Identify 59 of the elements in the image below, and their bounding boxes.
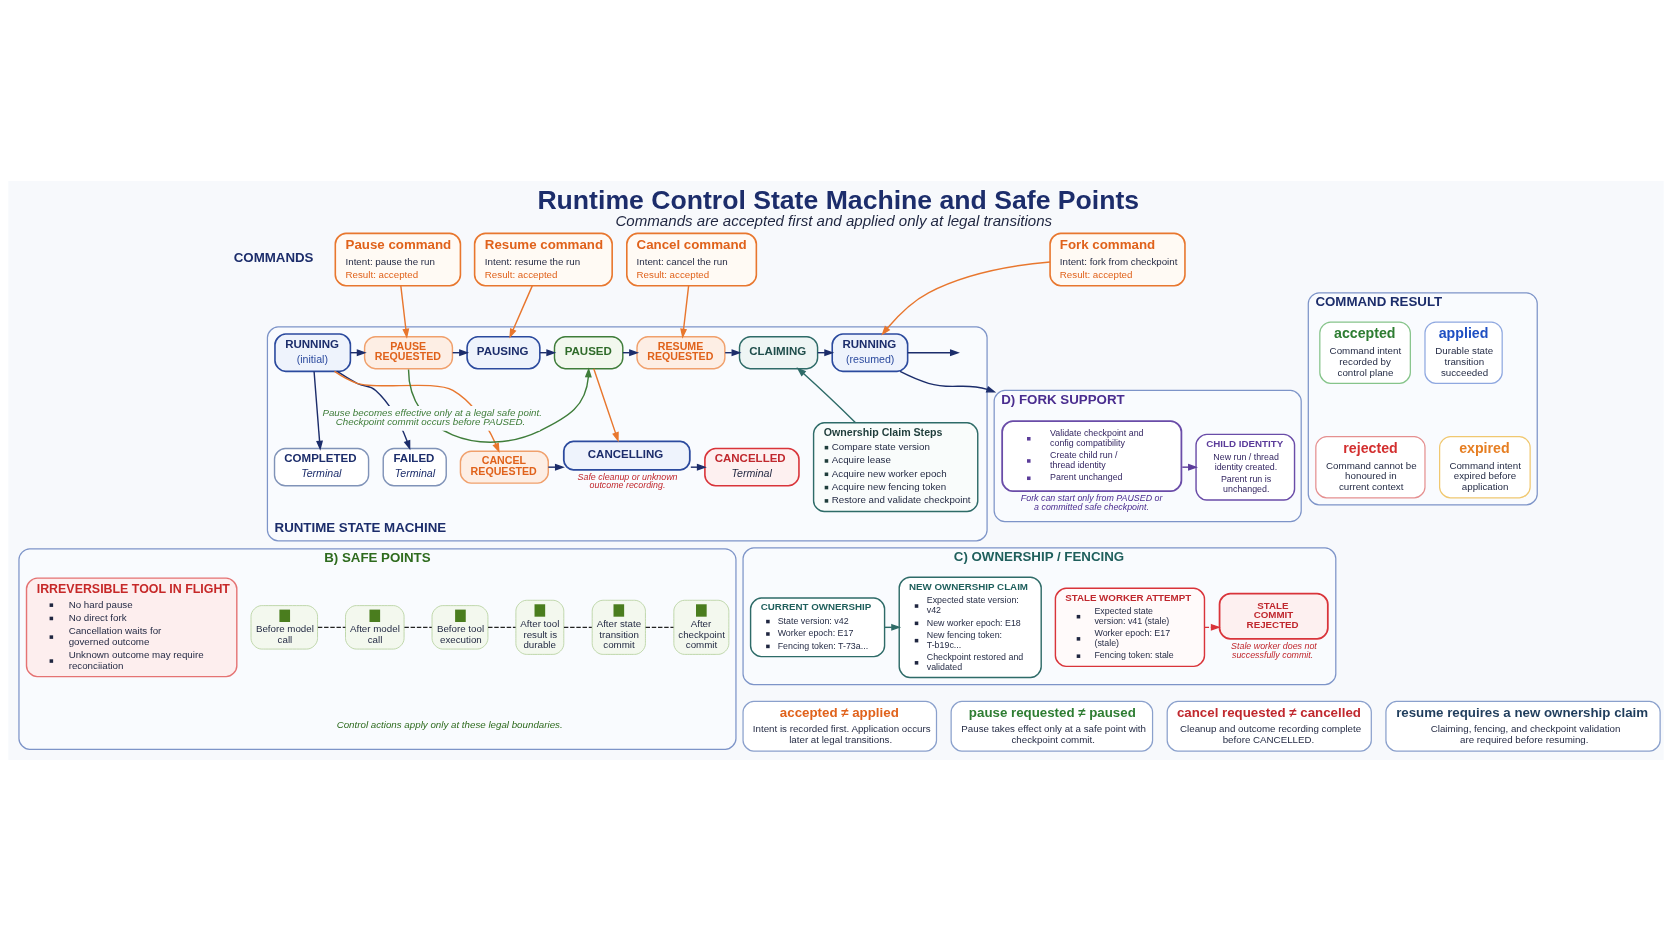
arrow — [593, 368, 619, 443]
node-box: CHILD IDENTITY New run / thread identity created. Parent run is unchanged. — [1195, 433, 1296, 501]
node-box: expired Command intent expired before application — [1439, 435, 1531, 499]
node-label: Safe cleanup or unknown outcome recording. — [577, 471, 678, 491]
node-box: Fork command Intent: fork from checkpoint Result: accepted — [1049, 232, 1186, 287]
node-box: cancel requested ≠ cancelled Cleanup and outcome recording complete before CANCELLED. — [1166, 700, 1372, 752]
label: Control actions apply only at these legal boundaries. — [336, 718, 563, 730]
arrow — [680, 285, 690, 339]
node-box: RESUME REQUESTED — [636, 336, 726, 370]
label: COMMANDS — [233, 249, 314, 265]
arrow — [313, 370, 324, 451]
node-box: Before model call — [250, 605, 318, 650]
node-box: PAUSED — [553, 336, 624, 370]
arrow — [907, 349, 960, 357]
node-box: CURRENT OWNERSHIP State version: v42 Worker epoch: E17 Fencing token: T-73a... — [749, 597, 886, 658]
node-box: Cancel command Intent: cancel the run Result: accepted — [626, 232, 758, 287]
node-box: CANCELLED Terminal — [704, 447, 800, 487]
node-box: After checkpoint commit — [673, 599, 730, 655]
node-box: Ownership Claim Steps Compare state version Acquire lease Acquire new worker epoch Acquire new fencing token Restore and validate checkpoint — [812, 422, 979, 513]
node-box: PAUSING — [466, 335, 541, 370]
arrow — [796, 367, 857, 424]
arrow — [690, 463, 707, 471]
node-box: RUNNING (resumed) — [831, 333, 909, 373]
node-box: After state transition commit — [591, 599, 646, 655]
edge-label: Pause becomes effective only at a legal safe point. Checkpoint commit occurs before PAUSED. — [322, 406, 542, 428]
node-box: FAILED Terminal — [382, 447, 447, 487]
arrow — [400, 285, 410, 339]
node-box: IRREVERSIBLE TOOL IN FLIGHT No hard pause No direct fork Cancellation waits for governed outcome Unknown outcome may require reconciiation — [25, 577, 238, 678]
arrow — [1181, 463, 1198, 471]
node-box: COMPLETED Terminal — [273, 447, 370, 487]
node-box: Pause command Intent: pause the run Result: accepted — [334, 232, 462, 287]
connector — [563, 626, 593, 629]
arrow — [881, 261, 1051, 336]
arrow — [899, 370, 997, 393]
node-box: RUNNING (initial) — [274, 333, 352, 373]
arrow — [509, 285, 533, 339]
node-box: CANCEL REQUESTED — [459, 450, 549, 484]
connector — [317, 626, 347, 629]
connector — [403, 626, 433, 629]
arrow — [547, 463, 565, 471]
node-box: applied Durable state transition succeeded — [1424, 321, 1503, 384]
node-label: Stale worker does not successfully commit. — [1231, 640, 1317, 660]
arrow — [1203, 623, 1221, 631]
node-box: After tool result is durable — [515, 599, 565, 655]
connector — [487, 626, 517, 629]
node-box: STALE WORKER ATTEMPT Expected state version: v41 (stale) Worker epoch: E17 (stale) Fencing token: stale — [1054, 587, 1206, 668]
node-box: PAUSE REQUESTED — [363, 336, 454, 370]
node-box: rejected Command cannot be honoured in current context — [1315, 435, 1426, 499]
node-box: Before tool execution — [431, 605, 489, 650]
node-box: After model call — [345, 605, 405, 650]
node-box: accepted Command intent recorded by control plane — [1319, 321, 1411, 384]
node-box: pause requested ≠ paused Pause takes effect only at a safe point with checkpoint commit. — [950, 700, 1154, 752]
node-box: Resume command Intent: resume the run Result: accepted — [473, 232, 613, 287]
node-label: Fork can start only from PAUSED or a committed safe checkpoint. — [1020, 492, 1163, 512]
node-box: NEW OWNERSHIP CLAIM Expected state version: v42 New worker epoch: E18 New fencing token: T-b19c... Checkpoint restored and validated — [898, 576, 1042, 679]
node-box: CLAIMING — [738, 336, 819, 370]
node-box: resume requires a new ownership claim Claiming, fencing, and checkpoint validation are required before resuming. — [1385, 700, 1661, 752]
connector — [644, 626, 675, 629]
node-box: accepted ≠ applied Intent is recorded first. Application occurs later at legal transitions. — [742, 700, 938, 752]
